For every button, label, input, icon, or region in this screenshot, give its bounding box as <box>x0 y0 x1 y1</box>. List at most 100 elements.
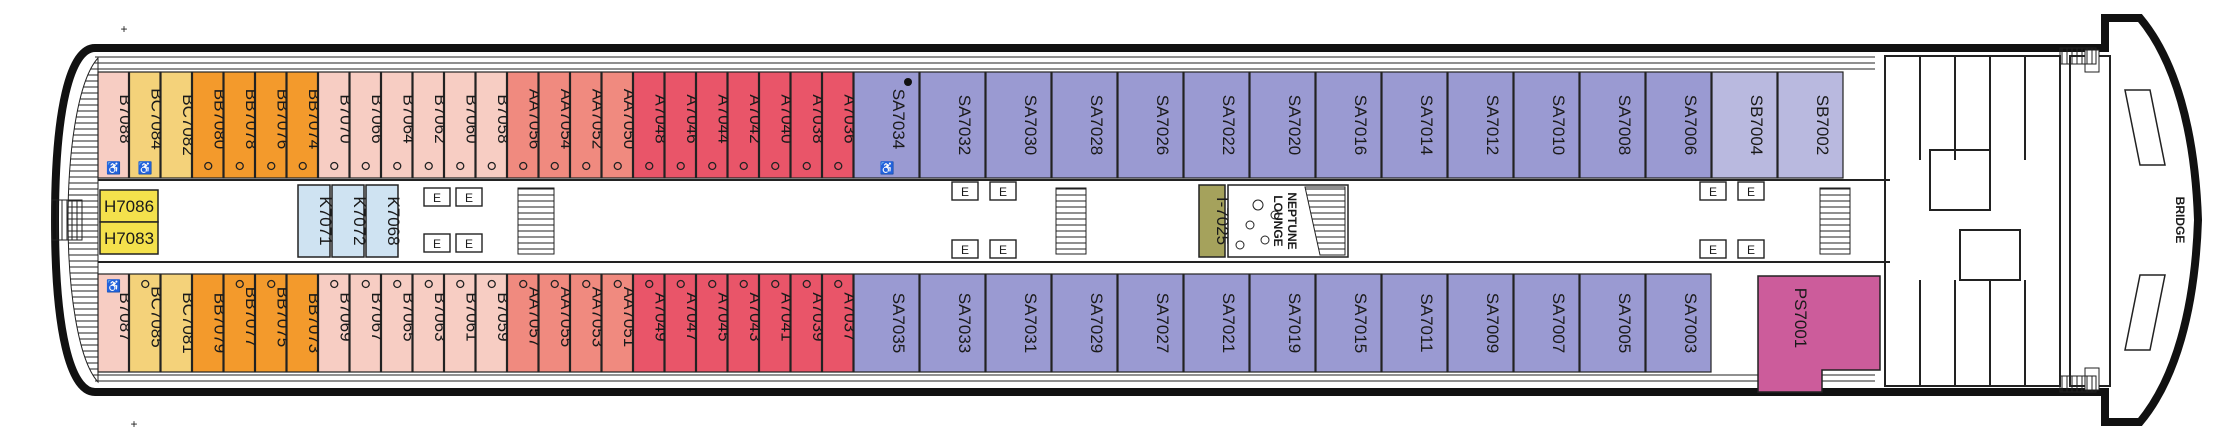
cabin-sa7011[interactable]: SA7011 <box>1381 273 1448 373</box>
cabin-number: SA7027 <box>1153 293 1172 354</box>
cabin-sa7003[interactable]: SA7003 <box>1645 273 1712 373</box>
porthole-icon <box>330 161 339 171</box>
aft-cabin-h7083[interactable]: H7083 <box>99 221 159 255</box>
accessible-icon: ♿ <box>138 161 153 175</box>
svg-text:E: E <box>465 191 473 205</box>
cabin-sa7014[interactable]: SA7014 <box>1381 71 1448 179</box>
cabin-number: SA7012 <box>1483 95 1502 156</box>
cabin-b7059[interactable]: B7059 <box>475 273 513 373</box>
porthole-icon <box>141 279 150 289</box>
cabin-sa7029[interactable]: SA7029 <box>1051 273 1118 373</box>
stairwell-mid <box>1055 187 1087 255</box>
cabin-k7068[interactable]: K7068 <box>365 184 403 258</box>
cabin-sa7016[interactable]: SA7016 <box>1315 71 1382 179</box>
accessible-icon: ♿ <box>106 161 121 175</box>
cabin-sa7008[interactable]: SA7008 <box>1579 71 1646 179</box>
porthole-icon <box>298 161 307 171</box>
svg-text:K7071: K7071 <box>316 196 335 245</box>
cabin-sa7022[interactable]: SA7022 <box>1183 71 1250 179</box>
plus-marker-top: + <box>120 22 127 36</box>
porthole-icon <box>393 279 402 289</box>
cabin-sa7010[interactable]: SA7010 <box>1513 71 1580 179</box>
elevator-icon: E <box>951 181 979 201</box>
svg-text:K7072: K7072 <box>350 196 369 245</box>
porthole-icon <box>519 161 528 171</box>
cabin-number: SA7030 <box>1021 95 1040 156</box>
cabin-a7039[interactable]: A7039 <box>790 273 828 373</box>
cabin-i-7025[interactable]: I-7025 <box>1198 184 1232 258</box>
aft-cabin-h7086[interactable]: H7086 <box>99 189 159 223</box>
cabin-number: SA7007 <box>1549 293 1568 354</box>
cabin-a7049[interactable]: A7049 <box>632 273 671 373</box>
cabin-number: SA7006 <box>1681 95 1700 156</box>
cabin-sa7026[interactable]: SA7026 <box>1117 71 1184 179</box>
porthole-icon <box>204 161 213 171</box>
cabin-k7071[interactable]: K7071 <box>297 184 335 258</box>
cabin-sb7004[interactable]: SB7004 <box>1711 71 1778 179</box>
porthole-icon <box>582 279 591 289</box>
cabin-number: SA7026 <box>1153 95 1172 156</box>
cabin-aa7053[interactable]: AA7053 <box>569 273 608 373</box>
cabin-number: SA7008 <box>1615 95 1634 156</box>
stairwell-forward <box>1819 187 1851 255</box>
cabin-b7067[interactable]: B7067 <box>349 273 387 373</box>
cabin-b7087[interactable]: B7087♿ <box>97 273 135 373</box>
cabin-b7061[interactable]: B7061 <box>443 273 482 373</box>
cabin-sa7034[interactable]: SA7034 ♿ <box>853 71 920 179</box>
cabin-sa7007[interactable]: SA7007 <box>1513 273 1580 373</box>
cabin-b7064[interactable]: B7064 <box>380 71 419 179</box>
cabin-bb7080[interactable]: BB7080 <box>191 71 230 179</box>
cabin-sa7035[interactable]: SA7035 <box>853 273 920 373</box>
bridge-label: BRIDGE <box>2173 197 2187 244</box>
cabin-number: SA7028 <box>1087 95 1106 156</box>
cabin-b7063[interactable]: B7063 <box>412 273 450 373</box>
elevator-icon: E <box>455 233 483 253</box>
cabin-sa7032[interactable]: SA7032 <box>919 71 986 179</box>
cabin-number: SB7004 <box>1747 95 1766 156</box>
cabin-sa7021[interactable]: SA7021 <box>1183 273 1250 373</box>
cabin-bb7076[interactable]: BB7076 <box>254 71 293 179</box>
neptune-lounge[interactable]: NEPTUNE LOUNGE <box>1227 184 1349 258</box>
cabin-aa7055[interactable]: AA7055 <box>538 273 576 373</box>
marker-dot-icon <box>904 78 912 86</box>
cabin-sa7030[interactable]: SA7030 <box>985 71 1052 179</box>
porthole-icon <box>676 279 685 289</box>
svg-text:E: E <box>1709 243 1717 257</box>
cabin-sa7015[interactable]: SA7015 <box>1315 273 1382 373</box>
accessible-icon: ♿ <box>880 161 895 175</box>
porthole-icon <box>771 161 780 171</box>
cabin-sb7002[interactable]: SB7002 <box>1777 71 1844 179</box>
cabin-sa7027[interactable]: SA7027 <box>1117 273 1184 373</box>
cabin-number: SA7014 <box>1417 95 1436 156</box>
cabin-bb7078[interactable]: BB7078 <box>223 71 261 179</box>
porthole-icon <box>424 161 433 171</box>
cabin-sa7019[interactable]: SA7019 <box>1249 273 1316 373</box>
cabin-number: SA7019 <box>1285 293 1304 354</box>
cabin-sa7033[interactable]: SA7033 <box>919 273 986 373</box>
porthole-icon <box>487 161 496 171</box>
cabin-number: SA7034 <box>889 89 908 150</box>
cabin-sa7020[interactable]: SA7020 <box>1249 71 1316 179</box>
cabin-sa7005[interactable]: SA7005 <box>1579 273 1646 373</box>
svg-text:E: E <box>961 243 969 257</box>
cabin-number: SA7035 <box>889 293 908 354</box>
cabin-number: SA7032 <box>955 95 974 156</box>
cabin-sa7031[interactable]: SA7031 <box>985 273 1052 373</box>
svg-text:E: E <box>1747 185 1755 199</box>
cabin-k7072[interactable]: K7072 <box>331 184 369 258</box>
bridge-area: BRIDGE <box>1884 47 2187 393</box>
cabin-sa7006[interactable]: SA7006 <box>1645 71 1712 179</box>
porthole-icon <box>739 161 748 171</box>
porthole-icon <box>834 279 843 289</box>
porthole-icon <box>739 279 748 289</box>
cabin-a7048[interactable]: A7048 <box>632 71 671 179</box>
cabin-sa7009[interactable]: SA7009 <box>1447 273 1514 373</box>
suite-ps7001[interactable]: PS7001 <box>1757 275 1881 393</box>
cabin-sa7028[interactable]: SA7028 <box>1051 71 1118 179</box>
cabin-number: SA7021 <box>1219 293 1238 354</box>
porthole-icon <box>708 161 717 171</box>
cabin-sa7012[interactable]: SA7012 <box>1447 71 1514 179</box>
elevator-icon: E <box>1699 181 1727 201</box>
